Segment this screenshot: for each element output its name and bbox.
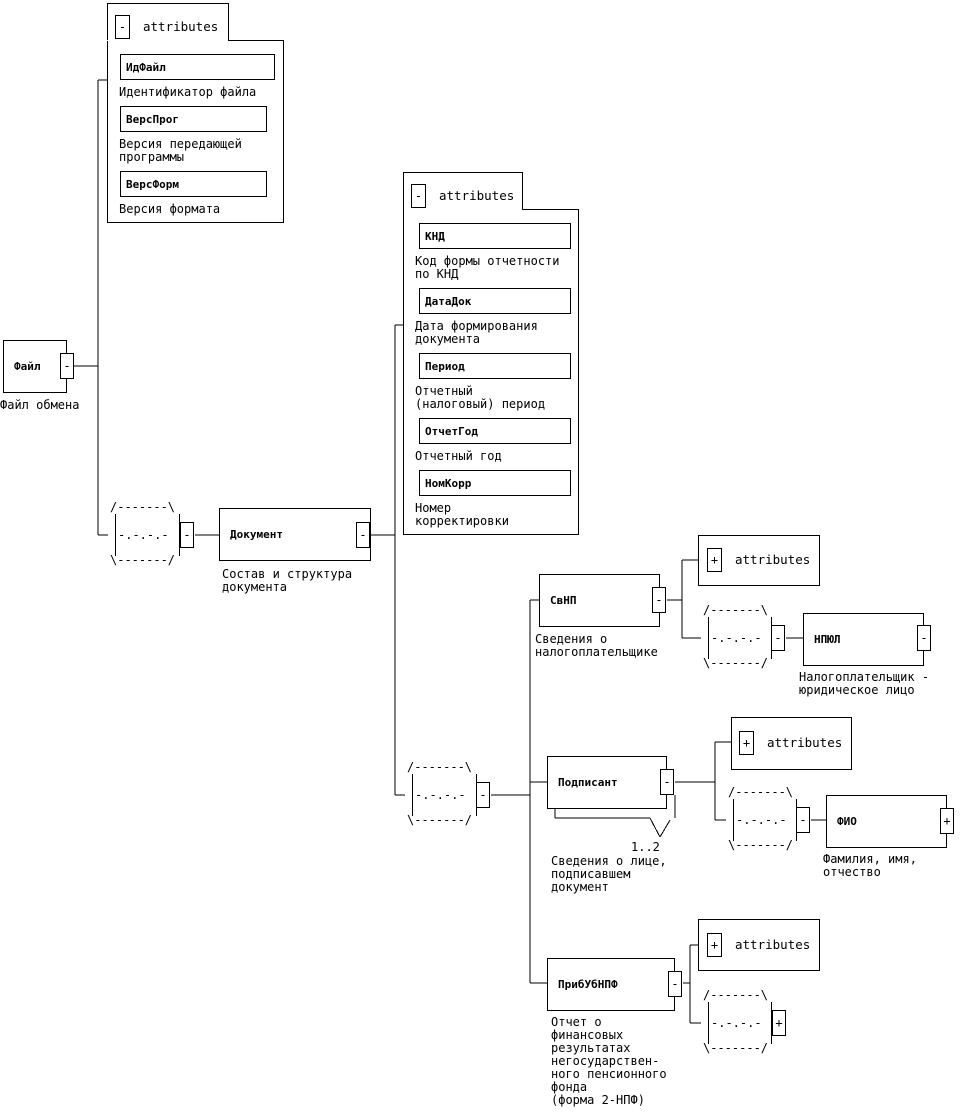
element-fio-desc: Фамилия, имя, отчество [823, 852, 917, 879]
attributes-label-podpisant: attributes [767, 735, 843, 750]
attribute-period-desc: Отчетный (налоговый) период [415, 384, 546, 411]
attribute-nomkorr[interactable]: НомКорр [419, 470, 571, 496]
sequence-compositor-5-bottom: \-------/ [703, 1041, 769, 1055]
attribute-knd[interactable]: КНД [419, 223, 571, 249]
element-svnp[interactable]: СвНП [539, 574, 660, 627]
element-fail-desc: Файл обмена [0, 398, 80, 412]
element-npul[interactable]: НПЮЛ [803, 613, 924, 666]
attribute-period[interactable]: Период [419, 353, 571, 379]
element-fail-label: Файл [14, 360, 41, 373]
collapse-toggle-npul[interactable]: - [917, 625, 931, 651]
attribute-nomkorr-desc: Номер корректировки [415, 501, 509, 528]
sequence-compositor-1-mid: -.-.-.- [118, 528, 169, 542]
sequence-compositor-3-mid: -.-.-.- [711, 631, 762, 645]
attributes-label-fail: attributes [143, 19, 219, 34]
expand-toggle-sequence-5[interactable]: + [772, 1010, 786, 1036]
sequence-compositor-4-top: /-------\ [728, 785, 794, 799]
collapse-toggle-pribubnpf[interactable]: - [668, 971, 682, 997]
collapse-toggle-sequence-3[interactable]: - [771, 625, 785, 651]
expand-toggle-attributes-svnp[interactable]: + [707, 548, 722, 572]
attribute-versform[interactable]: ВерсФорм [120, 171, 267, 197]
multiplicity-podpisant: 1..2 [631, 840, 660, 854]
element-pribubnpf[interactable]: ПрибУбНПФ [547, 958, 675, 1011]
element-dokument[interactable]: Документ [219, 508, 371, 561]
attribute-versprog-desc: Версия передающей программы [119, 137, 242, 164]
sequence-compositor-5-top: /-------\ [703, 988, 769, 1002]
sequence-compositor-3-bottom: \-------/ [703, 656, 769, 670]
attribute-otchetgod-desc: Отчетный год [415, 449, 502, 463]
attribute-knd-desc: Код формы отчетности по КНД [415, 254, 560, 281]
attributes-label-svnp: attributes [735, 552, 811, 567]
sequence-compositor-3-top: /-------\ [703, 603, 769, 617]
element-fio[interactable]: ФИО [826, 795, 947, 848]
element-npul-desc: Налогоплательщик - юридическое лицо [799, 670, 930, 697]
sequence-compositor-2-mid: -.-.-.- [415, 788, 466, 802]
expand-toggle-attributes-podpisant[interactable]: + [739, 731, 754, 755]
element-pribubnpf-desc: Отчет о финансовых результатах негосудар… [551, 1015, 667, 1107]
sequence-compositor-2-top: /-------\ [407, 760, 473, 774]
sequence-compositor-1-bottom: \-------/ [110, 553, 176, 567]
attributes-label-pribubnpf: attributes [735, 937, 811, 952]
sequence-compositor-5-mid: -.-.-.- [711, 1016, 762, 1030]
attribute-otchetgod[interactable]: ОтчетГод [419, 418, 571, 444]
attribute-versprog[interactable]: ВерсПрог [120, 106, 267, 132]
collapse-toggle-sequence-2[interactable]: - [476, 782, 490, 808]
element-svnp-desc: Сведения о налогоплательщике [535, 632, 658, 659]
expand-toggle-fio[interactable]: + [940, 808, 954, 834]
attribute-versform-desc: Версия формата [119, 202, 221, 216]
sequence-compositor-4-mid: -.-.-.- [736, 813, 787, 827]
attribute-datadok-desc: Дата формирования документа [415, 319, 538, 346]
collapse-toggle-sequence-1[interactable]: - [180, 522, 194, 548]
attribute-idfail-desc: Идентификатор файла [119, 85, 257, 99]
attribute-idfail[interactable]: ИдФайл [120, 54, 275, 80]
sequence-compositor-1-top: /-------\ [110, 500, 176, 514]
sequence-compositor-4-bottom: \-------/ [728, 838, 794, 852]
collapse-toggle-attributes-dokument[interactable]: - [411, 184, 426, 208]
attribute-datadok[interactable]: ДатаДок [419, 288, 571, 314]
collapse-toggle-attributes-fail[interactable]: - [115, 15, 130, 39]
attributes-label-dokument: attributes [439, 188, 515, 203]
collapse-toggle-sequence-4[interactable]: - [796, 807, 810, 833]
collapse-toggle-podpisant[interactable]: - [660, 769, 674, 795]
element-fail[interactable]: Файл [3, 340, 67, 393]
element-podpisant[interactable]: Подписант [547, 756, 667, 809]
sequence-compositor-2-bottom: \-------/ [407, 813, 473, 827]
expand-toggle-attributes-pribubnpf[interactable]: + [707, 933, 722, 957]
collapse-toggle-svnp[interactable]: - [652, 587, 666, 613]
collapse-toggle-dokument[interactable]: - [356, 522, 370, 548]
collapse-toggle-fail[interactable]: - [60, 353, 74, 379]
element-dokument-desc: Состав и структура документа [222, 567, 353, 594]
element-podpisant-desc: Сведения о лице, подписавшем документ [551, 854, 667, 894]
